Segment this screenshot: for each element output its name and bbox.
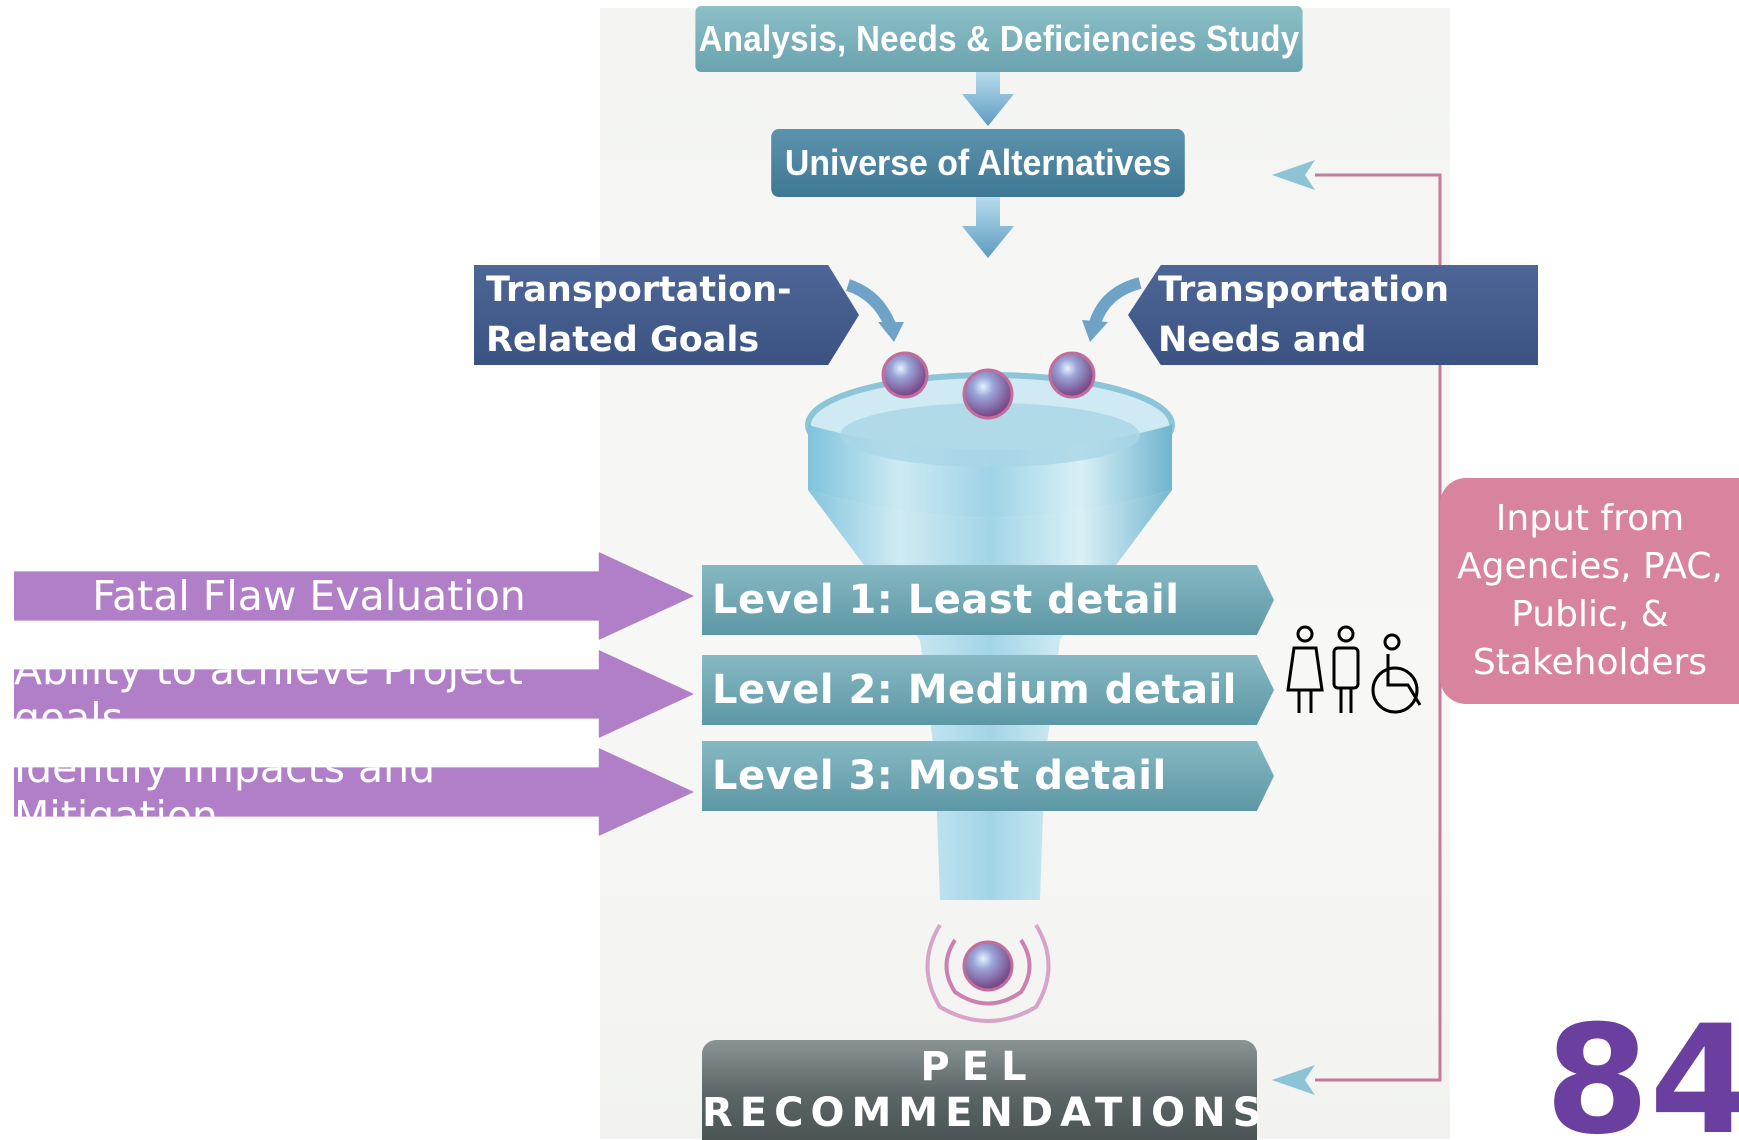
level-3-bar: Level 3: Most detail (702, 741, 1274, 811)
needs-line2: Needs and Purpose (1158, 320, 1367, 360)
input-line1: Input from (1495, 498, 1685, 539)
pel-line2: RECOMMENDATIONS (702, 1090, 1269, 1136)
input-line4: Stakeholders (1472, 642, 1708, 683)
input-line3: Public, & (1511, 594, 1669, 635)
universe-of-alternatives-box: Universe of Alternatives (771, 129, 1185, 197)
criteria-label: Fatal Flaw Evaluation (92, 572, 526, 620)
down-arrow-icon (962, 197, 1014, 258)
needs-purpose-box: Transportation Needs and Purpose (1128, 265, 1538, 365)
goals-line2: Related Goals (486, 320, 760, 360)
curved-arrow-icon (1089, 277, 1142, 326)
curved-arrow-icon (845, 279, 896, 328)
analysis-needs-box: Analysis, Needs & Deficiencies Study (695, 6, 1303, 72)
level-2-bar: Level 2: Medium detail (702, 655, 1274, 725)
i84-logo: 84 (1545, 1000, 1739, 1139)
input-line2: Agencies, PAC, (1456, 546, 1723, 587)
pel-recommendations-box: PEL RECOMMENDATIONS (702, 1040, 1269, 1140)
logo-text: 84 (1545, 1000, 1739, 1139)
transportation-goals-box: Transportation- Related Goals (474, 265, 859, 365)
goals-line1: Transportation- (486, 270, 792, 310)
down-arrow-icon (962, 72, 1014, 126)
needs-line1: Transportation (1158, 270, 1450, 310)
level-1-bar: Level 1: Least detail (702, 565, 1274, 635)
people-icon (1286, 625, 1422, 714)
pel-line1: PEL (920, 1044, 1039, 1090)
stakeholder-input-box: Input from Agencies, PAC, Public, & Stak… (1440, 478, 1739, 704)
